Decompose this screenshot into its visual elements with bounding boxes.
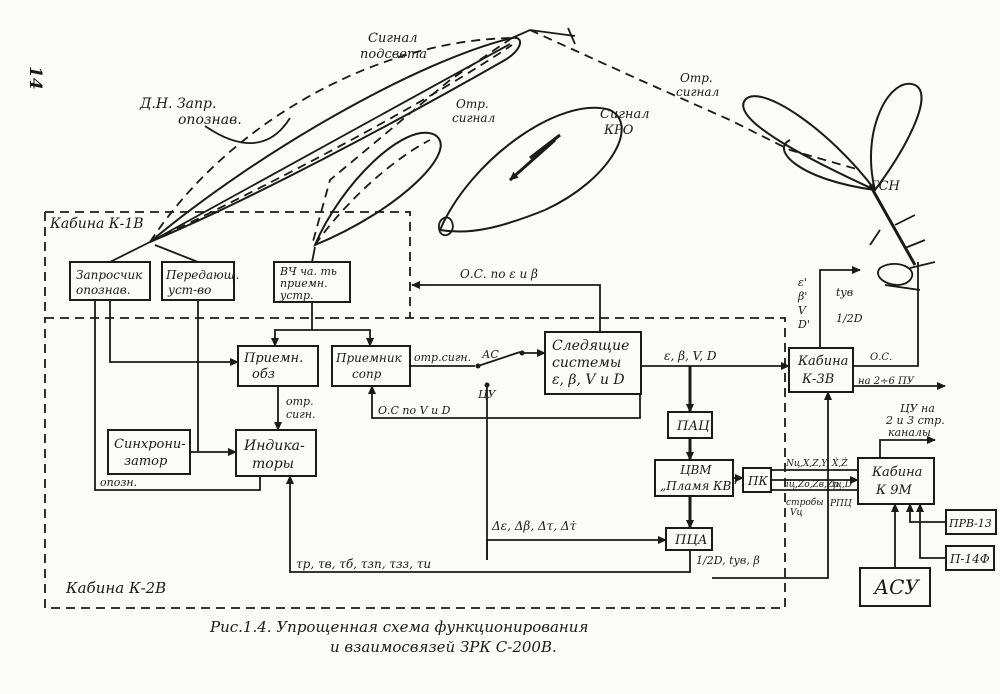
cu-na-label: ЦУ на 2 и 3 стр. каналы — [885, 402, 948, 439]
zapr-label: Запросчик опознав. — [76, 268, 146, 297]
block-k3v — [788, 347, 854, 393]
figure-caption: Рис.1.4. Упрощенная схема функционирован… — [209, 618, 593, 656]
otr-sign2-label: отр. сигн. — [286, 395, 317, 421]
page-number: 14 — [25, 66, 45, 90]
cvm-k9m-4: tц,D — [832, 480, 852, 490]
cabin-k1b-boundary — [44, 211, 411, 318]
k3v-label: Кабина К-3В — [797, 354, 853, 387]
dn-label: Д.Н. Запр. опознав. — [139, 96, 242, 128]
tuv-label: 1/2D, tув, β — [696, 554, 760, 567]
strob-label: стробы Vц — [786, 497, 826, 518]
cabin-k1b-label: Кабина К-1В — [49, 216, 144, 232]
refl-top-label: Отр. сигнал — [676, 71, 719, 99]
pac-label: ПАЦ — [676, 419, 710, 434]
prv-label: ПРВ-13 — [948, 517, 992, 530]
asu-label: АСУ — [872, 575, 920, 599]
reflected-signal-lobe — [313, 131, 442, 247]
missile-seeker-lobes — [742, 82, 923, 193]
target-path — [311, 27, 861, 246]
k3v-params-label: ε' β' V D' — [797, 276, 811, 331]
cvm-label: ЦВМ „Пламя КВ“ — [660, 463, 737, 493]
d-errors-label: Δε, Δβ, Δτ, Δτ̇ — [491, 519, 577, 533]
cvm-k9m-1: Nц,X,Z,Y, — [785, 459, 829, 469]
pca-label: ПЦА — [674, 533, 708, 548]
cabin-k2v-label: Кабина К-2В — [65, 579, 166, 597]
priem-obz-label: Приемн. обз — [243, 351, 307, 382]
identification-beam — [149, 37, 513, 243]
taus-label: τp, τв, τб, τзп, τзз, τи — [296, 557, 431, 571]
otr-sign-label: отр.сигн. — [414, 351, 471, 364]
ebvd-label: ε, β, V, D — [664, 349, 717, 363]
kro-signal-lobe — [438, 106, 623, 237]
na-pu-label: на 2÷6 ПУ — [858, 376, 915, 387]
priem-sopr-label: Приемник сопр — [335, 351, 406, 381]
opozn-label: опозн. — [100, 476, 137, 489]
kro-label: Сигнал КРО — [600, 107, 654, 138]
os-vd-label: О.С по V и D — [378, 404, 451, 417]
p14-label: П-14Ф — [949, 552, 990, 566]
os-right-label: О.С. — [870, 352, 892, 363]
block-sledyashchie — [544, 331, 642, 395]
ac-label: АС — [481, 348, 499, 361]
missile-icon — [868, 184, 936, 291]
gsn-label: ГСН — [869, 179, 901, 194]
cvm-k9m-2: Ẋ,Ż — [831, 457, 848, 469]
connections: опозн. отр. сигн. отр.сигн. АС ЦУ О.С по… — [94, 241, 948, 579]
cabin-k2v-boundary — [44, 317, 786, 609]
k3v-tuv-label: tув 1/2D — [836, 286, 863, 325]
vch-label: ВЧ ча. ть приемн. устр. — [279, 265, 340, 302]
cvm-k9m-3: iц,Zо,Zв,Zр — [786, 480, 839, 490]
k9m-label: Кабина К 9М — [871, 465, 927, 498]
sled-label: Следящие системы ε, β, V и D — [552, 338, 634, 388]
indik-label: Индика- торы — [243, 438, 309, 472]
refl-left-label: Отр. сигнал — [452, 97, 495, 125]
dn-pointer — [204, 117, 291, 144]
os-eb-label: О.С. по ε и β — [460, 267, 538, 281]
sinhr-label: Синхрони- затор — [114, 437, 190, 469]
illumination-beam — [149, 36, 521, 243]
pk-label: ПК — [747, 474, 768, 488]
pered-label: Передающ. уст-во — [165, 268, 243, 297]
rpc-label: РПЦ — [829, 499, 853, 509]
illum-label: Сигнал подсвета — [360, 31, 427, 62]
